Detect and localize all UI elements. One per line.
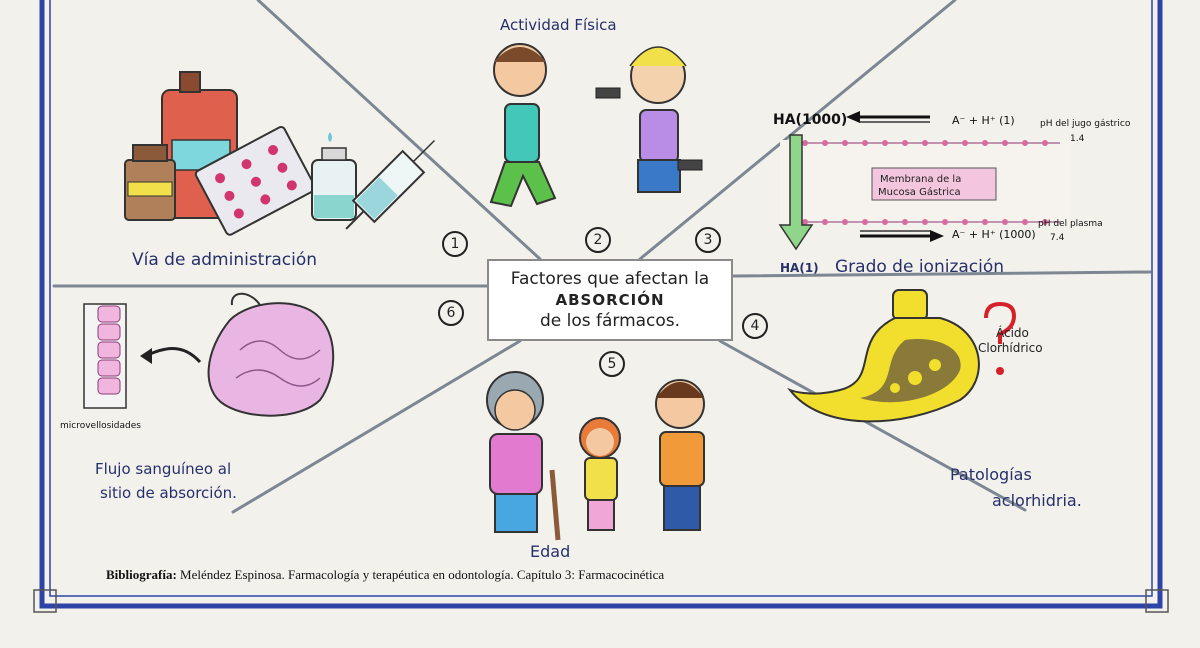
center-title-line-2: ABSORCIÓN bbox=[555, 291, 665, 309]
caption-pathology-1: Patologías bbox=[950, 465, 1032, 484]
intestine-illustration bbox=[83, 292, 335, 417]
section-number-6: 6 bbox=[438, 300, 464, 326]
page-frame bbox=[33, 0, 1169, 613]
label-membrane-2: Mucosa Gástrica bbox=[878, 186, 961, 198]
center-title-line-1: Factores que afectan la bbox=[510, 269, 710, 289]
divider-lines bbox=[52, 0, 1152, 514]
caption-ionization: Grado de ionización bbox=[835, 257, 1004, 277]
caption-blood-flow-1: Flujo sanguíneo al bbox=[95, 460, 231, 478]
label-acid-1: Ácido bbox=[996, 325, 1029, 340]
ionization-diagram bbox=[778, 111, 1070, 251]
label-ha-top: HA(1000) bbox=[773, 112, 847, 128]
medicines-illustration bbox=[124, 71, 436, 236]
section-number-4: 4 bbox=[742, 313, 768, 339]
bibliography: Bibliografía: Meléndez Espinosa. Farmaco… bbox=[106, 567, 664, 583]
family-illustration bbox=[486, 371, 705, 541]
label-ion-top: A⁻ + H⁺ (1) bbox=[952, 114, 1015, 127]
caption-age: Edad bbox=[530, 542, 570, 561]
exercise-illustration bbox=[489, 43, 703, 208]
center-title-line-3: de los fármacos. bbox=[539, 311, 681, 331]
label-ph-top: pH del jugo gástrico bbox=[1040, 119, 1131, 129]
caption-blood-flow-2: sitio de absorción. bbox=[100, 484, 237, 502]
bibliography-text: Meléndez Espinosa. Farmacología y terapé… bbox=[176, 567, 665, 582]
caption-administration: Vía de administración bbox=[132, 250, 317, 270]
label-ph-top-value: 1.4 bbox=[1070, 134, 1085, 144]
section-number-1: 1 bbox=[442, 231, 468, 257]
label-microvilli: microvellosidades bbox=[60, 421, 141, 431]
stomach-illustration bbox=[787, 289, 1017, 423]
center-title-box: Factores que afectan la ABSORCIÓN de los… bbox=[487, 259, 733, 341]
label-ion-bottom: A⁻ + H⁺ (1000) bbox=[952, 228, 1036, 241]
caption-pathology-2: aclorhidria. bbox=[992, 491, 1082, 510]
label-ph-bottom-value: 7.4 bbox=[1050, 233, 1065, 243]
label-ha-bottom: HA(1) bbox=[780, 261, 819, 275]
bibliography-label: Bibliografía: bbox=[106, 567, 177, 582]
caption-activity: Actividad Física bbox=[500, 16, 617, 34]
label-ph-bottom: pH del plasma bbox=[1038, 219, 1103, 229]
section-number-5: 5 bbox=[599, 351, 625, 377]
section-number-2: 2 bbox=[585, 227, 611, 253]
section-number-3: 3 bbox=[695, 227, 721, 253]
label-acid-2: Clorhídrico bbox=[978, 341, 1043, 355]
label-membrane-1: Membrana de la bbox=[880, 174, 961, 185]
